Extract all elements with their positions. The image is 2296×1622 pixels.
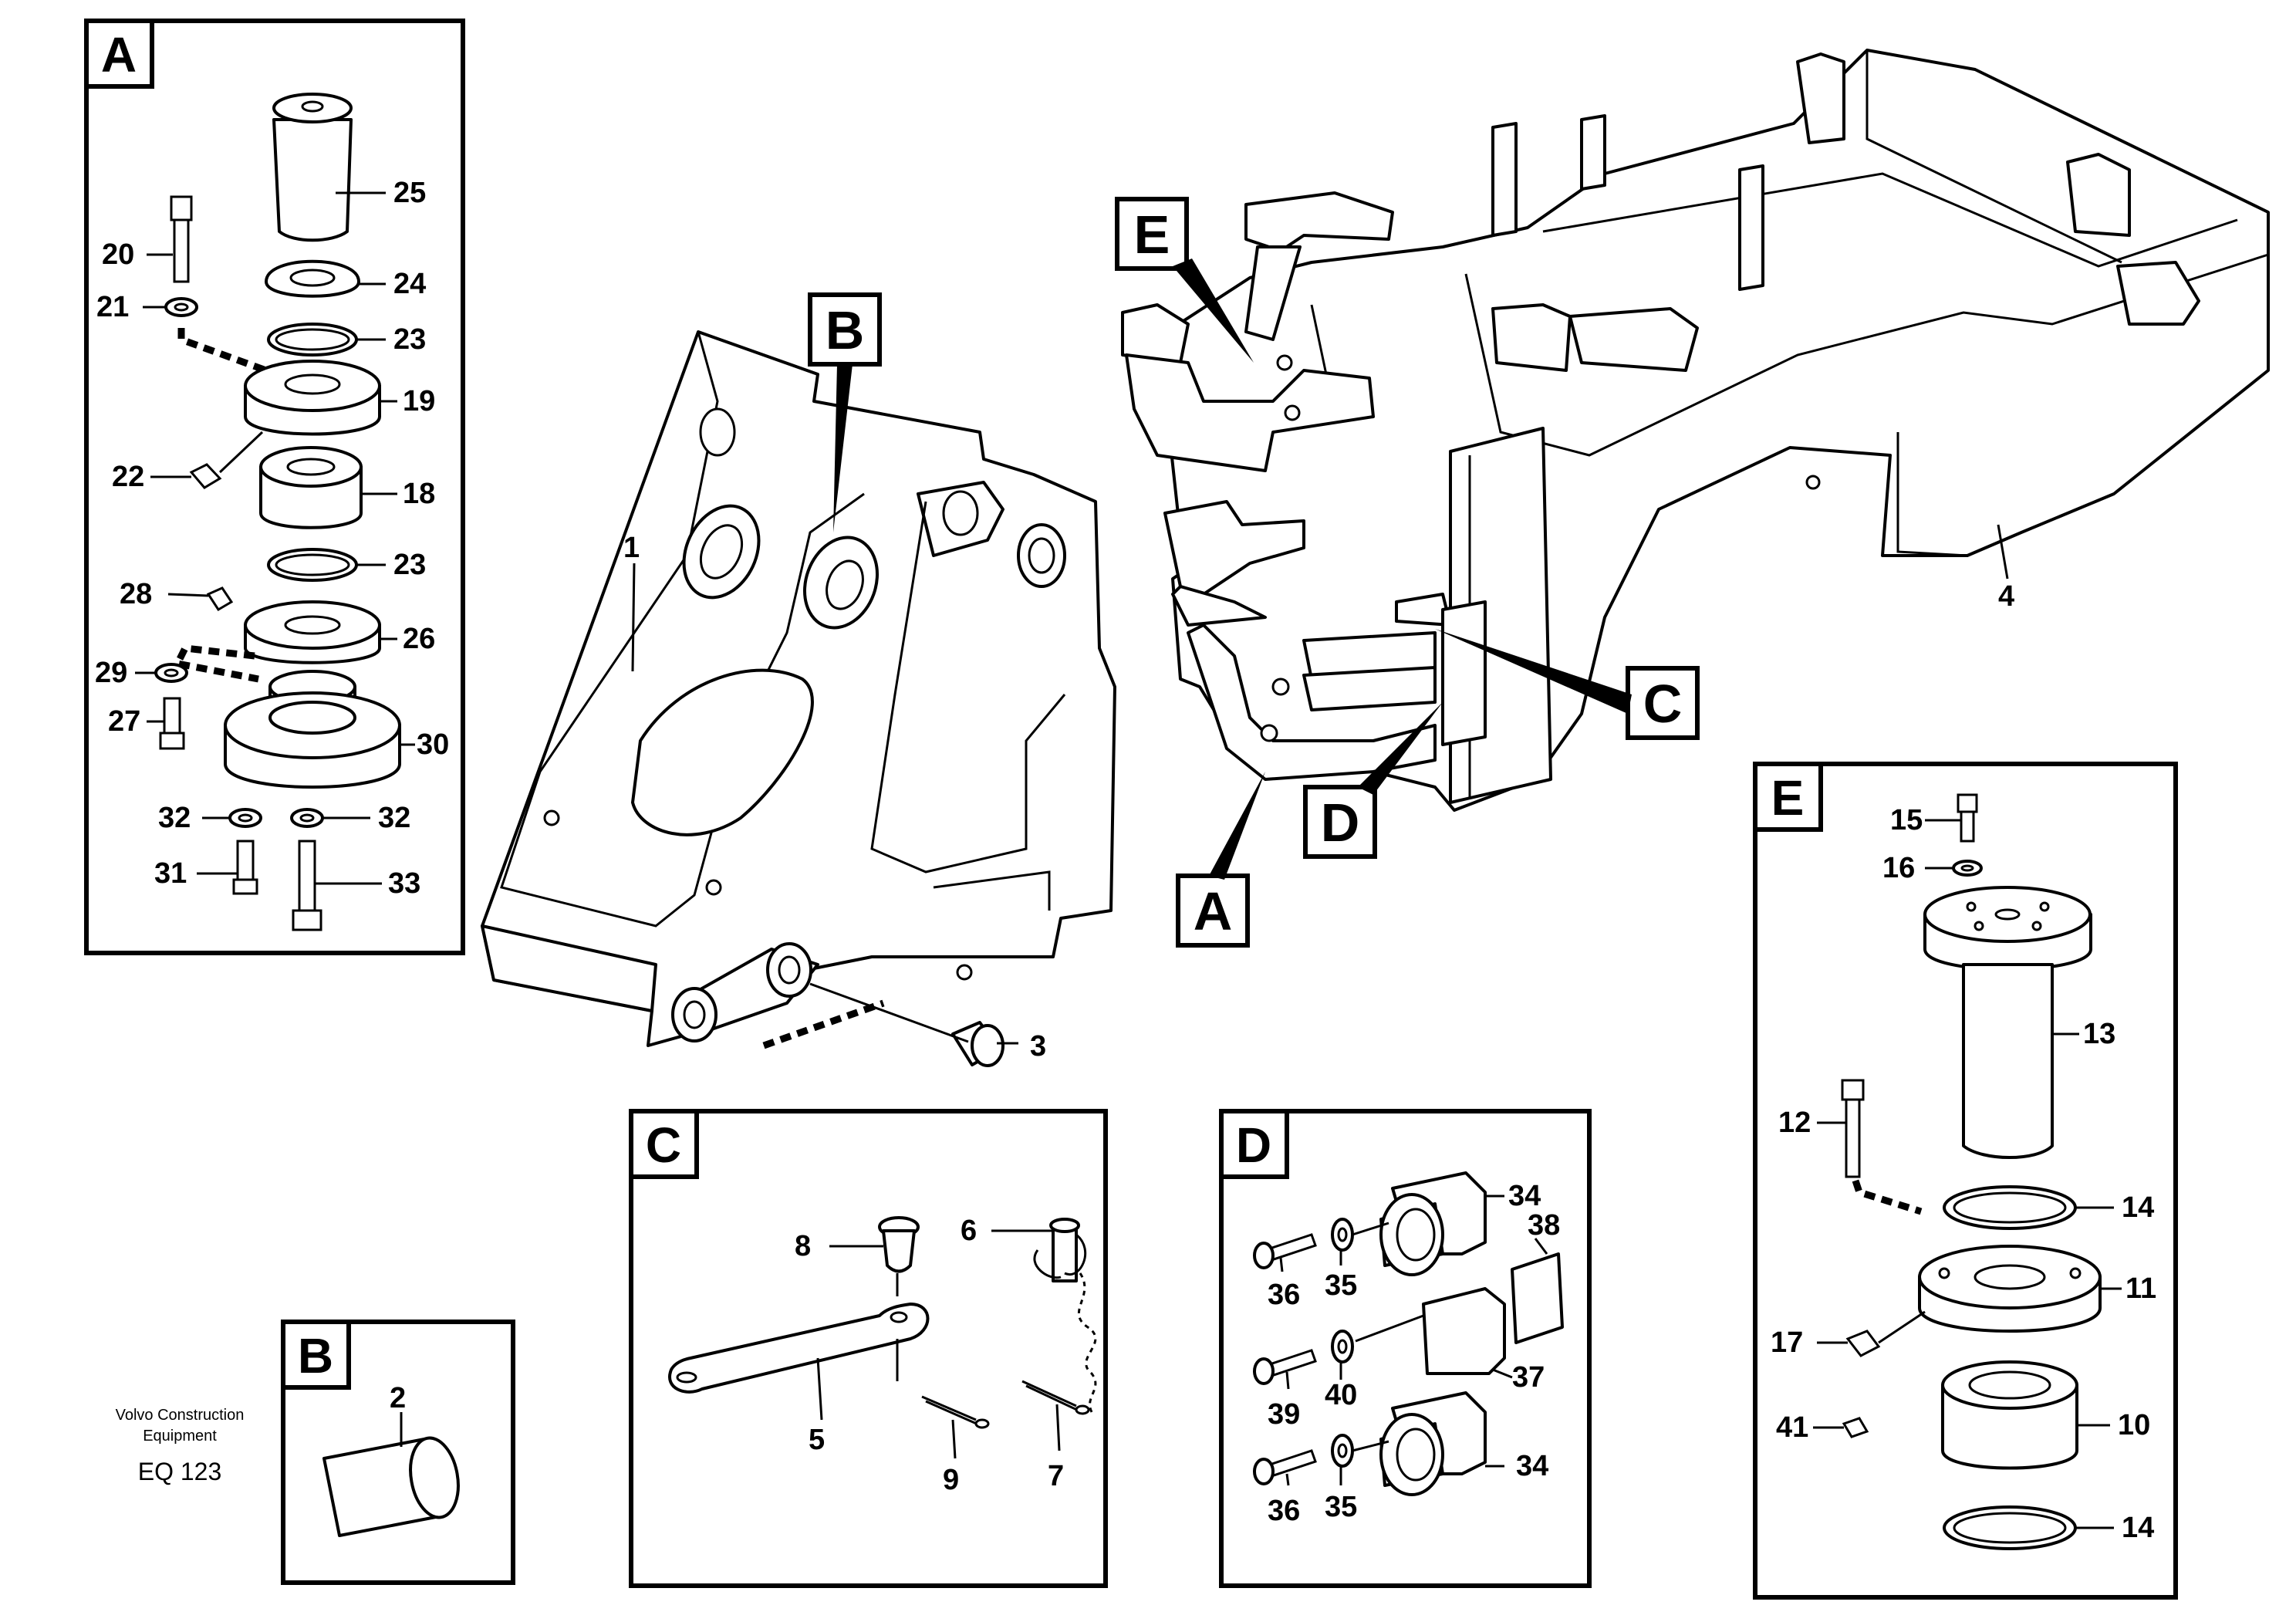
part-number: 15 — [1890, 804, 1923, 836]
part-number: 32 — [378, 802, 410, 834]
brand-block: Volvo Construction Equipment EQ 123 — [116, 1407, 245, 1485]
part-number: 36 — [1268, 1495, 1300, 1527]
part-number: 12 — [1778, 1107, 1811, 1139]
part-number: 16 — [1882, 852, 1915, 884]
callout-letter: E — [1134, 204, 1170, 265]
part-number: 6 — [961, 1215, 977, 1247]
part-number: 30 — [417, 728, 449, 761]
callout-B: B — [808, 292, 882, 532]
detail-panel-D: D 34 38 36 35 37 39 — [1219, 1109, 1592, 1588]
part-number: 13 — [2083, 1018, 2115, 1050]
callout-letter: B — [826, 300, 865, 360]
part-number: 14 — [2122, 1191, 2154, 1224]
part-number: 3 — [1030, 1030, 1046, 1063]
callout-letter: A — [1194, 881, 1233, 941]
part-number: 36 — [1268, 1279, 1300, 1311]
bushing-3-drawing — [951, 1021, 1004, 1067]
part-number: 26 — [403, 623, 435, 655]
part-number: 23 — [393, 549, 426, 581]
part-number: 24 — [393, 268, 426, 300]
part-number: 19 — [403, 385, 435, 417]
part-number: 4 — [1998, 580, 2014, 613]
panel-letter: E — [1771, 770, 1805, 826]
part-number: 7 — [1048, 1460, 1064, 1492]
detail-panel-E: E 15 16 13 12 14 — [1753, 762, 2178, 1600]
part-number: 5 — [809, 1424, 825, 1456]
part-number: 18 — [403, 478, 435, 510]
drawing-code: EQ 123 — [138, 1458, 222, 1485]
part-number: 25 — [393, 177, 426, 209]
part-number: 41 — [1776, 1411, 1808, 1444]
part-number: 27 — [108, 705, 140, 738]
part-number: 10 — [2118, 1409, 2150, 1441]
callout-A: A — [1176, 772, 1265, 948]
panel-letter: A — [101, 27, 137, 83]
part-number: 40 — [1325, 1379, 1357, 1411]
part-number: 35 — [1325, 1491, 1357, 1523]
brand-line-1: Volvo Construction — [116, 1407, 245, 1424]
front-frame-drawing — [481, 330, 1116, 1047]
part-number: 32 — [158, 802, 191, 834]
callout-E: E — [1115, 197, 1254, 363]
callout-letter: D — [1321, 792, 1360, 853]
part-number: 14 — [2122, 1512, 2154, 1544]
detail-panel-B: B 2 — [281, 1320, 515, 1585]
part-number: 34 — [1508, 1180, 1541, 1212]
part-number: 35 — [1325, 1269, 1357, 1302]
brand-line-2: Equipment — [143, 1428, 217, 1445]
callout-letter: C — [1643, 674, 1683, 734]
part-number: 28 — [120, 578, 152, 610]
part-number: 29 — [95, 657, 127, 689]
part-number: 9 — [943, 1464, 959, 1496]
part-number: 38 — [1528, 1209, 1560, 1242]
rear-frame-drawing — [1121, 49, 2270, 812]
panel-letter: C — [646, 1117, 681, 1173]
part-number: 8 — [795, 1230, 811, 1262]
part-number: 1 — [623, 532, 640, 564]
part-number: 2 — [390, 1382, 406, 1414]
callout-C: C — [1435, 629, 1700, 740]
part-number: 31 — [154, 857, 187, 890]
part-number: 39 — [1268, 1398, 1300, 1431]
detail-panel-C: C 8 5 6 9 7 — [629, 1109, 1108, 1588]
part-number: 17 — [1771, 1326, 1803, 1359]
part-number: 22 — [112, 461, 144, 493]
detail-panel-A: A 25 20 24 21 23 19 — [84, 19, 465, 955]
part-number: 34 — [1516, 1450, 1548, 1482]
part-number: 33 — [388, 867, 420, 900]
part-number: 37 — [1512, 1361, 1545, 1394]
panel-letter: B — [298, 1328, 333, 1384]
part-number: 20 — [102, 238, 134, 271]
callout-D: D — [1303, 702, 1443, 859]
part-number: 11 — [2125, 1272, 2156, 1305]
part-number: 21 — [96, 291, 129, 323]
panel-letter: D — [1236, 1117, 1271, 1173]
part-number: 23 — [393, 323, 426, 356]
